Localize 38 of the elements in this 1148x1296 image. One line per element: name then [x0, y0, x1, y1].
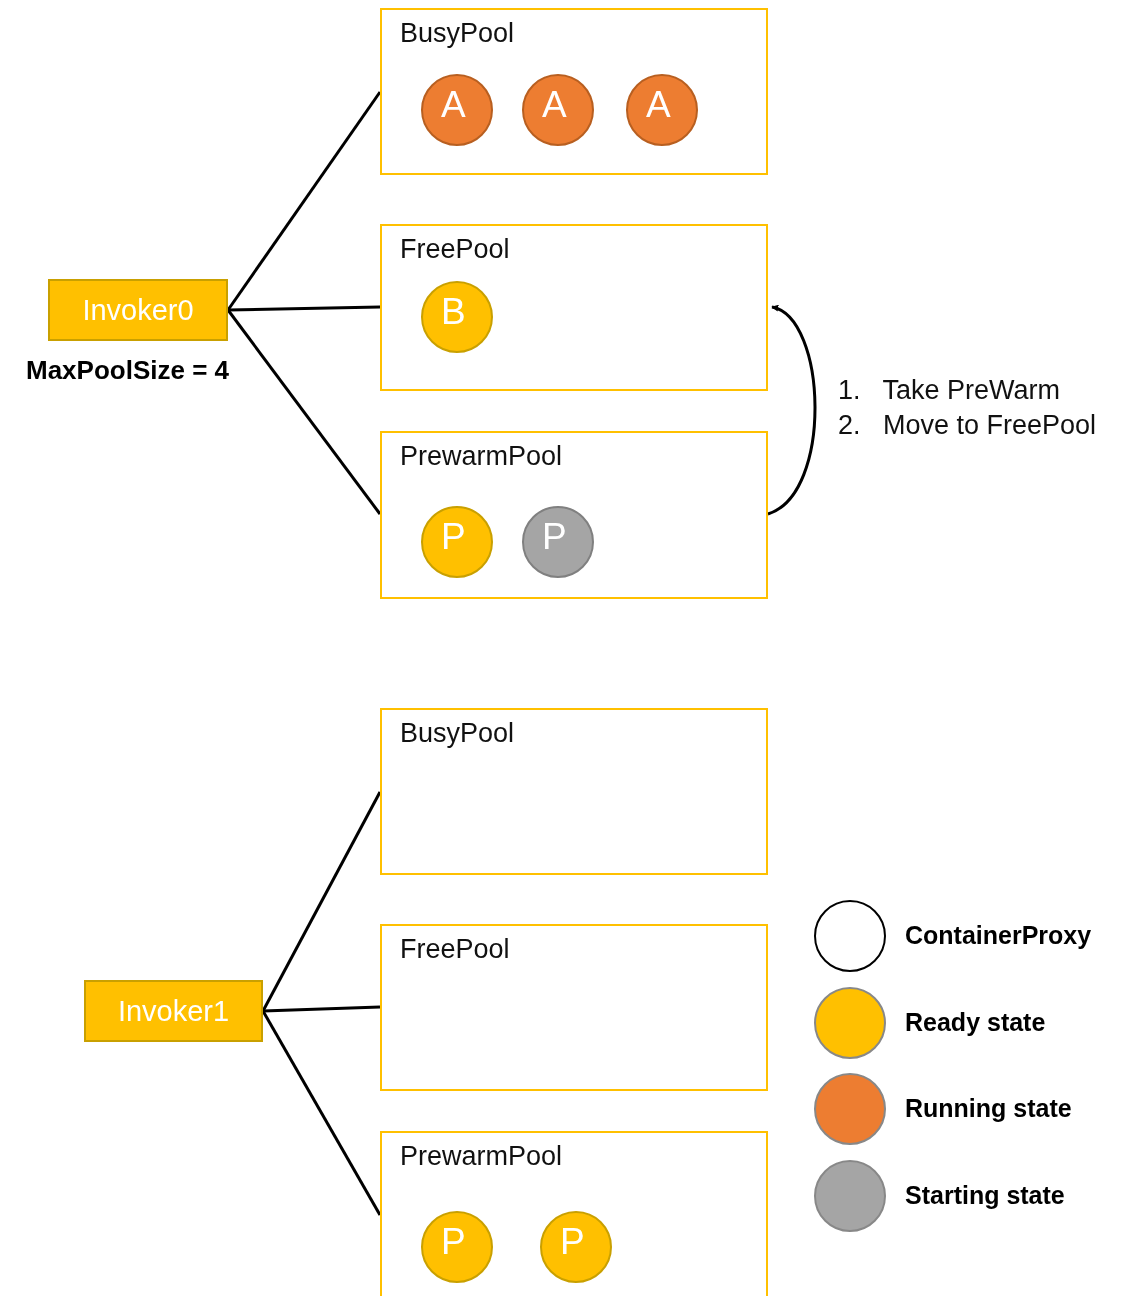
- connector-line: [261, 1010, 382, 1216]
- legend-label: Running state: [905, 1094, 1072, 1123]
- invoker-box: [84, 980, 263, 1042]
- curved-arrow: [767, 305, 817, 516]
- container-letter: P: [542, 516, 567, 558]
- pool-box: [380, 708, 768, 875]
- container-letter: P: [560, 1221, 585, 1263]
- legend-label: Ready state: [905, 1007, 1046, 1037]
- pool-box: [380, 1131, 768, 1296]
- invoker-box: [48, 279, 228, 341]
- invoker-label: Invoker0: [82, 293, 194, 327]
- connector-line: [227, 305, 381, 312]
- connector-line: [261, 791, 382, 1012]
- container-letter: A: [542, 84, 567, 126]
- connector-line: [226, 91, 382, 311]
- pool-title: PrewarmPool: [400, 1141, 563, 1172]
- pool-box: [380, 431, 768, 599]
- step-note: 1. Take PreWarm: [838, 375, 1061, 406]
- container-letter: P: [441, 1221, 466, 1263]
- pool-title: FreePool: [400, 234, 510, 265]
- legend-label: Starting state: [905, 1180, 1065, 1210]
- pool-title: FreePool: [400, 934, 510, 965]
- connector-line: [262, 1005, 381, 1013]
- invoker-label: Invoker1: [117, 994, 230, 1028]
- pool-box: [380, 224, 768, 391]
- container-letter: A: [646, 84, 671, 126]
- container-letter: P: [441, 516, 466, 558]
- step-note: 2. Move to FreePool: [838, 410, 1097, 441]
- pool-box: [380, 924, 768, 1091]
- container-letter: B: [441, 291, 466, 333]
- pool-size-note: MaxPoolSize = 4: [26, 355, 230, 386]
- legend-label: ContainerProxy: [905, 921, 1092, 950]
- pool-title: BusyPool: [400, 18, 515, 49]
- pool-title: PrewarmPool: [400, 441, 563, 472]
- pool-title: BusyPool: [400, 718, 515, 749]
- container-letter: A: [441, 84, 466, 126]
- connector-line: [226, 309, 382, 515]
- pool-box: [380, 8, 768, 175]
